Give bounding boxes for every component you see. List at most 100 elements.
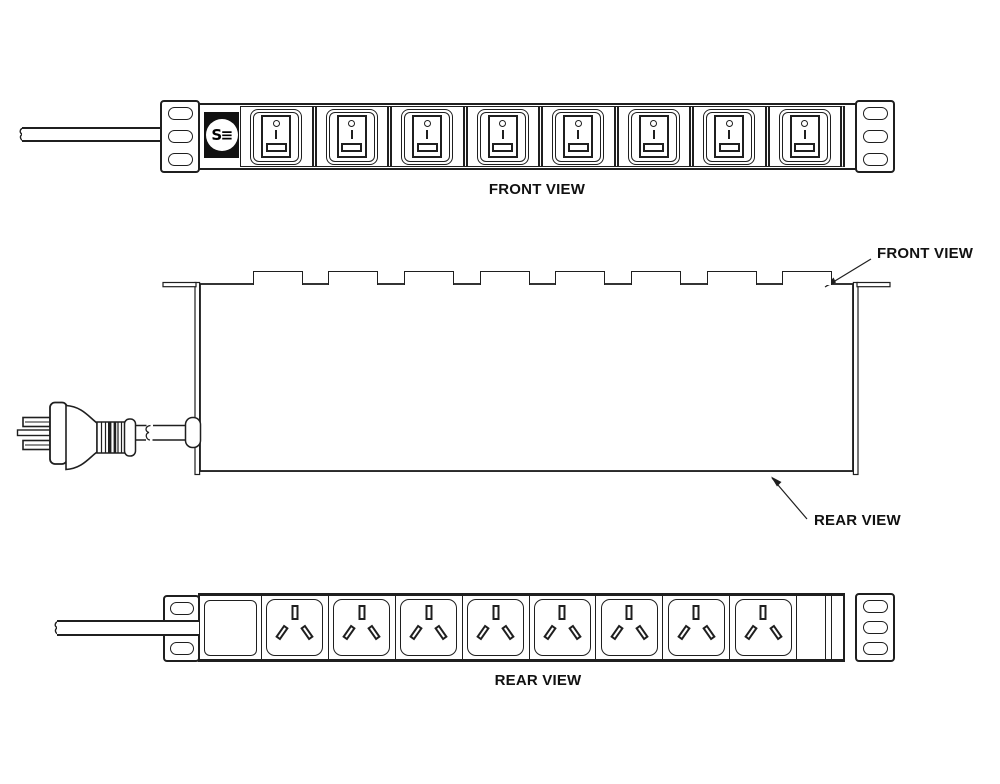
brand-logo-mark: S≡: [205, 119, 238, 151]
rocker-switch: [778, 108, 831, 165]
rear-view-caption: REAR VIEW: [494, 672, 582, 689]
outlet-module: [329, 596, 396, 659]
power-outlet: [734, 599, 792, 656]
top-view-front-edge-label: FRONT VIEW: [877, 245, 974, 262]
blank-module-face: [204, 599, 257, 656]
rocker-paddle-edge: [341, 143, 363, 152]
switch-bump-cell: [618, 271, 694, 285]
switch-module: [538, 107, 614, 166]
top-view-right-bracket: [852, 281, 859, 476]
switch-rocker: [789, 115, 820, 158]
rocker-switch: [552, 108, 605, 165]
earth-pin-slot: [358, 605, 366, 620]
mounting-slot: [862, 642, 888, 655]
front-power-cable: [22, 126, 160, 142]
switch-rocker: [487, 115, 518, 158]
switch-module: [689, 107, 765, 166]
switch-module: [462, 107, 539, 166]
rocker-switch: [401, 108, 454, 165]
neutral-pin-slot: [635, 624, 649, 641]
switch-module: [613, 107, 690, 166]
mounting-slot: [169, 642, 194, 655]
power-on-symbol: [803, 130, 806, 139]
live-pin-slot: [342, 624, 357, 641]
power-off-symbol: [725, 120, 733, 127]
switch-bezel: [404, 111, 451, 162]
rear-power-cable: [57, 620, 199, 636]
outlet-module: [730, 596, 797, 659]
end-filler-panel: [797, 596, 843, 659]
power-outlet: [266, 599, 324, 656]
switch-bezel: [781, 111, 828, 162]
switch-bezel: [630, 111, 677, 162]
neutral-pin-slot: [501, 624, 515, 641]
power-off-symbol: [499, 120, 507, 127]
rocker-switch: [703, 108, 756, 165]
front-left-rack-ear: [160, 100, 200, 173]
mounting-slot: [862, 600, 888, 613]
switch-rocker: [714, 115, 745, 158]
switch-bump-cell: [391, 271, 467, 285]
cord-lines: [136, 424, 186, 441]
front-view-caption: FRONT VIEW: [488, 181, 586, 198]
strain-relief: [184, 416, 202, 449]
power-outlet: [333, 599, 391, 656]
mounting-slot: [862, 107, 888, 120]
outlet-module: [463, 596, 530, 659]
switch-bezel: [479, 111, 526, 162]
power-outlet: [667, 599, 725, 656]
rocker-paddle-edge: [492, 143, 514, 152]
switch-bump-cell: [316, 271, 392, 285]
switch-module: [387, 107, 463, 166]
top-view-right-flange: [856, 281, 891, 288]
switch-top-profile: [706, 271, 757, 285]
rear-right-rack-ear: [855, 593, 895, 662]
neutral-pin-slot: [768, 624, 783, 641]
switch-bump-cell: [769, 271, 845, 285]
mounting-slot: [862, 621, 888, 634]
switch-module: [764, 107, 841, 166]
switch-rocker: [412, 115, 443, 158]
switch-top-profile: [782, 271, 833, 285]
live-pin-slot: [409, 624, 423, 641]
mounting-slot: [169, 602, 194, 615]
switch-module: [311, 107, 388, 166]
outlet-cells: [262, 596, 797, 659]
earth-pin-slot: [425, 605, 433, 620]
top-view-rear-edge-label: REAR VIEW: [814, 512, 901, 529]
outlet-module: [396, 596, 463, 659]
power-on-symbol: [577, 130, 580, 139]
switch-bump-cell: [543, 271, 619, 285]
switch-top-profile: [555, 271, 606, 285]
rocker-paddle-edge: [794, 143, 816, 152]
rocker-paddle-edge: [567, 143, 589, 152]
switch-rocker: [336, 115, 367, 158]
cord-break-symbol: [145, 424, 151, 441]
earth-pin-slot: [492, 605, 500, 620]
power-outlet: [533, 599, 591, 656]
power-off-symbol: [574, 120, 582, 127]
power-outlet: [600, 599, 658, 656]
top-view-left-flange: [162, 281, 197, 288]
earth-pin-slot: [291, 605, 299, 620]
earth-pin-slot: [558, 605, 566, 620]
power-off-symbol: [423, 120, 431, 127]
rocker-paddle-edge: [416, 143, 438, 152]
switch-bump-cell: [467, 271, 543, 285]
switch-top-profile: [630, 271, 681, 285]
power-off-symbol: [272, 120, 280, 127]
rocker-switch: [250, 108, 303, 165]
live-pin-slot: [610, 624, 624, 641]
power-on-symbol: [652, 130, 655, 139]
power-off-symbol: [801, 120, 809, 127]
rocker-paddle-edge: [643, 143, 665, 152]
top-view-left-bracket: [194, 281, 201, 476]
power-on-symbol: [501, 130, 504, 139]
power-off-symbol: [348, 120, 356, 127]
switch-top-profile: [328, 271, 379, 285]
earth-pin-slot: [692, 605, 700, 620]
end-filler-divider: [825, 596, 832, 659]
outlet-module: [262, 596, 329, 659]
switch-top-profile: [479, 271, 530, 285]
top-view-body: [199, 283, 854, 472]
